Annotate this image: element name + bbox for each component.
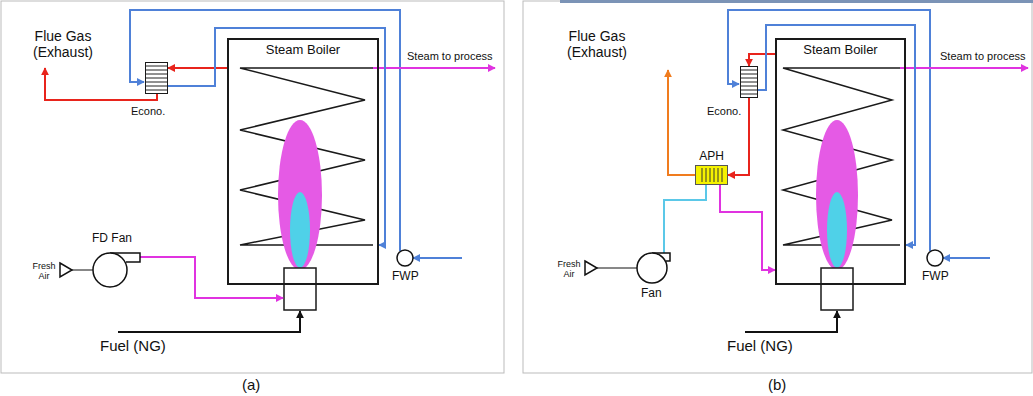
pipe-connector: [168, 67, 227, 69]
box-title: Steam Boiler: [777, 40, 904, 58]
econo-fins: [740, 66, 758, 98]
drawing-ellipse: [290, 192, 310, 268]
drawing-polyline: [413, 257, 462, 259]
steam-label: Steam to process: [407, 50, 493, 63]
drawing-rect: [1, 1, 504, 373]
drawing-polyline: [130, 10, 400, 251]
boiler-b-internals: [783, 68, 900, 310]
pipes-b: [597, 10, 1028, 332]
drawing-ellipse: [827, 192, 847, 268]
panel-caption: (b): [768, 376, 786, 393]
pipe-connector: [749, 54, 775, 66]
steam-boiler: Steam Boiler: [227, 38, 379, 285]
drawing-polyline: [373, 67, 495, 69]
drawing-rect: [523, 1, 1032, 373]
drawing-polyline: [597, 268, 637, 269]
drawing-circle: [397, 250, 413, 266]
drawing-rect: [284, 268, 316, 310]
drawing-polygon: [585, 261, 597, 275]
fuel-label: Fuel (NG): [100, 337, 166, 354]
panel-frames: [1, 0, 1033, 373]
air-preheater: APH: [695, 165, 728, 185]
box-name: Econo.: [707, 105, 741, 118]
drawing-polyline: [668, 70, 695, 175]
drawing-polyline: [900, 67, 1028, 69]
drawing-polyline: [118, 311, 300, 332]
drawing-polyline: [943, 257, 990, 259]
drawing-polygon: [60, 263, 72, 277]
box-name: APH: [699, 150, 724, 164]
steam-label: Steam to process: [940, 50, 1026, 63]
drawing-rect: [821, 268, 853, 310]
fan-label: FD Fan: [92, 232, 132, 246]
boiler-a-internals: [240, 68, 373, 310]
fuel-label: Fuel (NG): [727, 337, 793, 354]
fan-label: Fan: [641, 287, 662, 301]
drawing-rect: [560, 0, 1033, 3]
pipe-connector: [168, 28, 385, 245]
drawing-polyline: [45, 68, 157, 100]
drawing-polyline: [728, 10, 930, 251]
exhaust-label: Flue Gas (Exhaust): [18, 28, 108, 60]
air-label: Fresh Air: [555, 259, 583, 280]
aph-body: [695, 165, 728, 185]
drawing-polyline: [745, 311, 837, 332]
steam-boiler: Steam Boiler: [775, 38, 906, 285]
equipment-a: [60, 250, 413, 287]
aph-fins: [699, 168, 724, 182]
drawing-ellipse: [278, 120, 322, 270]
panel-caption: (a): [242, 376, 260, 393]
equipment-b: [585, 250, 943, 283]
drawing-polyline: [140, 257, 283, 298]
drawing-polyline: [72, 270, 93, 271]
pump-label: FWP: [392, 270, 419, 284]
drawing-circle: [93, 253, 127, 287]
drawing-ellipse: [816, 120, 858, 270]
pipes-a: [45, 10, 495, 332]
air-label: Fresh Air: [30, 261, 58, 282]
box-name: Econo.: [131, 105, 165, 118]
drawing-circle: [927, 250, 943, 266]
economizer: Econo.: [740, 66, 758, 98]
drawing-polyline: [664, 185, 706, 254]
drawing-circle: [637, 253, 667, 283]
exhaust-label: Flue Gas (Exhaust): [552, 28, 642, 60]
pump-label: FWP: [922, 270, 949, 284]
box-title: Steam Boiler: [229, 40, 377, 58]
pipe-connector: [758, 25, 915, 245]
pipe-connector: [720, 185, 775, 270]
econo-fins: [145, 62, 168, 94]
economizer: Econo.: [145, 62, 168, 94]
